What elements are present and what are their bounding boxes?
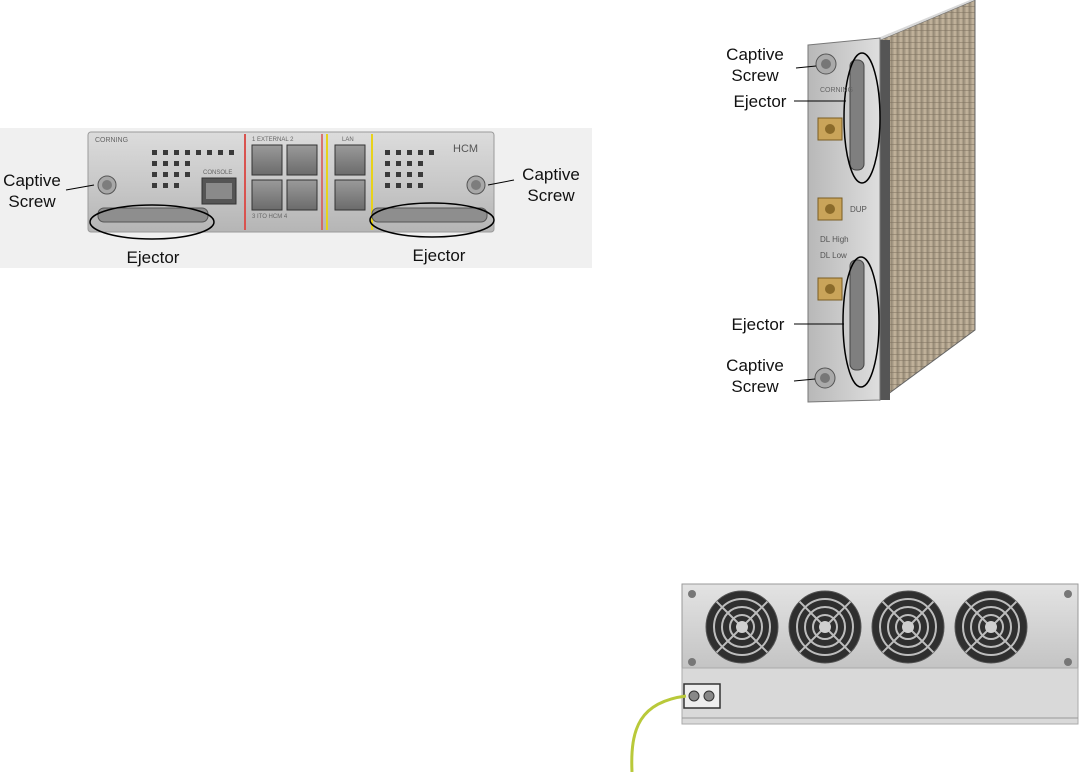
console-label-text: CONSOLE	[203, 170, 232, 176]
captive-screw-bottom-icon	[815, 368, 835, 388]
hcm-logo-text: CORNING	[95, 137, 128, 144]
captive-screw-left-icon	[98, 176, 116, 194]
ejector-right-handle	[372, 208, 487, 222]
callout-ejector-bottom: Ejector	[724, 314, 792, 335]
ejector-left-handle	[98, 208, 208, 222]
callout-captive-screw-right: Captive Screw	[516, 164, 586, 206]
callout-ejector-left: Ejector	[118, 247, 188, 268]
callout-captive-screw-left: Captive Screw	[0, 170, 64, 212]
fan-unit-figure	[620, 578, 1080, 772]
rf-module-body	[880, 0, 975, 400]
ejector-top-handle	[850, 60, 864, 170]
fan-unit-drawing	[620, 578, 1080, 772]
sma-connector-1-icon	[818, 118, 842, 140]
hcm-name-text: HCM	[453, 143, 478, 155]
ejector-bottom-handle	[850, 260, 864, 370]
rf-module-figure: CORNING DUP DL High DL Low Captive Screw…	[700, 0, 1080, 410]
rf-dup-text: DUP	[850, 205, 867, 214]
callout-ejector-top: Ejector	[726, 91, 794, 112]
fan-3-icon	[872, 591, 944, 663]
rf-logo-text: CORNING	[820, 87, 853, 94]
ito-hcm-label-text: 3 ITO HCM 4	[252, 214, 288, 220]
fan-1-icon	[706, 591, 778, 663]
sma-connector-2-icon	[818, 198, 842, 220]
rf-dl-high-text: DL High	[820, 235, 849, 244]
ground-wire	[632, 696, 686, 772]
callout-ejector-right: Ejector	[404, 245, 474, 266]
fan-chassis-lower	[682, 668, 1078, 724]
sma-connector-3-icon	[818, 278, 842, 300]
fan-2-icon	[789, 591, 861, 663]
callout-captive-screw-bottom: Captive Screw	[716, 355, 794, 397]
hcm-front-figure: CORNING HCM CONSOLE 1 EXTERNAL 2 3 ITO H…	[0, 110, 600, 280]
captive-screw-top-icon	[816, 54, 836, 74]
external-label-text: 1 EXTERNAL 2	[252, 137, 294, 143]
callout-captive-screw-top: Captive Screw	[716, 44, 794, 86]
captive-screw-right-icon	[467, 176, 485, 194]
fan-4-icon	[955, 591, 1027, 663]
rf-dl-low-text: DL Low	[820, 251, 847, 260]
lan-label-text: LAN	[342, 137, 354, 143]
hcm-panel-drawing: CORNING HCM CONSOLE 1 EXTERNAL 2 3 ITO H…	[0, 110, 600, 280]
